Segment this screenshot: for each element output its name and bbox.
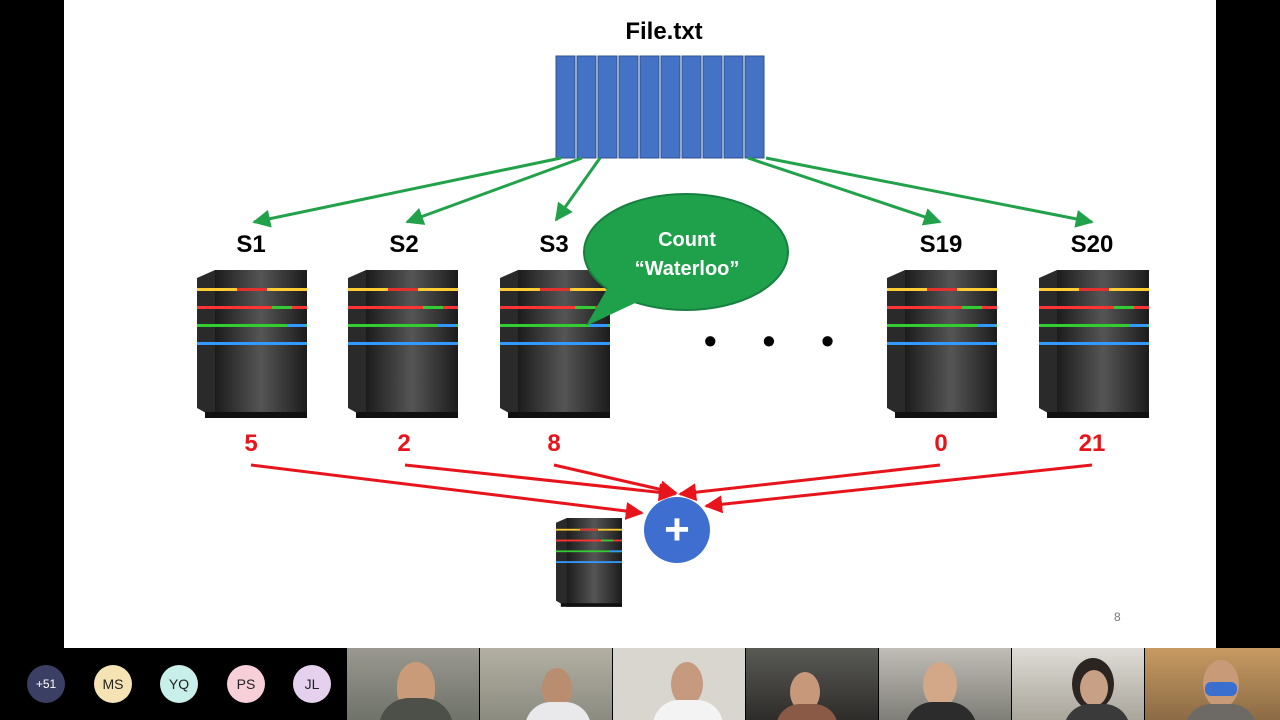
avatar-jl[interactable]: JL bbox=[293, 665, 331, 703]
server-label-s19: S19 bbox=[919, 231, 963, 258]
video-tile-4[interactable] bbox=[746, 648, 878, 720]
server-count-s3: 8 bbox=[547, 430, 561, 457]
server-s20-icon bbox=[1039, 270, 1149, 418]
speech-bubble bbox=[583, 193, 789, 326]
video-tile-1[interactable] bbox=[347, 648, 479, 720]
bubble-line-1: Count bbox=[658, 229, 716, 251]
participant-strip: +51 MS YQ PS JL bbox=[0, 648, 1280, 720]
more-participants-button[interactable]: +51 bbox=[27, 665, 65, 703]
plus-symbol: + bbox=[664, 505, 690, 554]
video-tile-6[interactable] bbox=[1012, 648, 1144, 720]
server-s2-icon bbox=[348, 270, 458, 418]
server-count-s1: 5 bbox=[244, 430, 258, 457]
slide-diagram bbox=[197, 55, 1149, 607]
bubble-line-2: “Waterloo” bbox=[634, 258, 740, 280]
slide-number: 8 bbox=[1114, 610, 1121, 624]
video-tile-5[interactable] bbox=[879, 648, 1011, 720]
file-title: File.txt bbox=[625, 18, 703, 45]
avatar-ps[interactable]: PS bbox=[227, 665, 265, 703]
plus-circle bbox=[644, 497, 710, 563]
server-label-s1: S1 bbox=[236, 231, 266, 258]
video-tile-7[interactable] bbox=[1145, 648, 1280, 720]
distribution-arrows bbox=[252, 156, 1094, 228]
aggregator-server-icon bbox=[556, 518, 622, 607]
ellipsis: • • • bbox=[704, 320, 852, 361]
server-s1-icon bbox=[197, 270, 307, 418]
avatar-yq[interactable]: YQ bbox=[160, 665, 198, 703]
video-tile-3[interactable] bbox=[613, 648, 745, 720]
server-count-s20: 21 bbox=[1078, 430, 1106, 457]
server-s3-icon bbox=[500, 270, 610, 418]
server-s19-icon bbox=[887, 270, 997, 418]
avatar-ms[interactable]: MS bbox=[94, 665, 132, 703]
server-label-s20: S20 bbox=[1070, 231, 1114, 258]
server-count-s19: 0 bbox=[934, 430, 948, 457]
file-blocks bbox=[555, 55, 765, 159]
server-label-s2: S2 bbox=[389, 231, 419, 258]
presentation-slide: File.txt S1 S2 S3 S19 S20 5 2 8 0 21 Cou… bbox=[64, 0, 1216, 648]
server-label-s3: S3 bbox=[539, 231, 569, 258]
video-tile-2[interactable] bbox=[480, 648, 612, 720]
aggregation-arrows bbox=[250, 463, 1093, 520]
bubble-text: Count “Waterloo” bbox=[594, 226, 780, 284]
server-count-s2: 2 bbox=[397, 430, 411, 457]
